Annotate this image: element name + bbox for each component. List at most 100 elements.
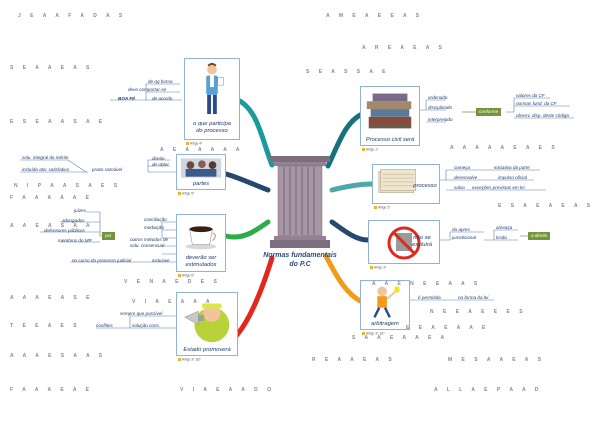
label-participa-4: de acordo xyxy=(152,97,172,102)
column-icon xyxy=(268,156,332,250)
faint-l3: N I P A A S A E S xyxy=(14,184,121,189)
label-civil-box: conforme xyxy=(476,108,501,116)
node-participa-caption: o que participa do processo xyxy=(185,121,239,134)
label-exclui-3: ameaça xyxy=(496,226,512,231)
label-deveres-10: no curso do processo judicial xyxy=(72,259,131,264)
faint-bottom-center: V I A E A A D O xyxy=(180,388,275,393)
label-arbitragem-1: é permitida xyxy=(418,296,441,301)
node-participa-caption-l2: do processo xyxy=(185,128,239,135)
label-participa-1: de qq forma xyxy=(148,80,173,85)
faint-r9: M E S A A E A S xyxy=(448,358,545,363)
node-estado-tag: Artigo 3º, §2º xyxy=(178,358,201,362)
label-exclui-2: jurisdicional xyxy=(452,236,476,241)
faint-r5: N E E A E E E S xyxy=(430,310,527,315)
label-participa-3: BOA FÉ xyxy=(118,97,135,102)
label-processo-6: exceções previstas em lei xyxy=(472,186,525,191)
label-parte-4: solu. integral do mérito xyxy=(22,156,68,161)
central-topic-line1: Normas fundamentais xyxy=(252,252,348,261)
faint-r2: S E A S S A E xyxy=(306,70,390,75)
faint-l6: V E N A E D E S xyxy=(124,280,221,285)
faint-bottom-left: F A A A E A E xyxy=(10,388,93,393)
node-civil-caption: Processo civil será xyxy=(361,137,419,144)
faint-l11: V I A E A A A xyxy=(132,300,214,305)
faint-l7: A A A E A S E xyxy=(10,296,93,301)
faint-r10: E S A E A E A S xyxy=(498,204,594,209)
referee-icon xyxy=(361,281,409,321)
node-deveres-caption-l1: deverão ser xyxy=(177,255,225,262)
central-topic-line2: do P.C xyxy=(252,261,348,270)
faint-top-left: J E A A F A D A S xyxy=(18,14,126,19)
node-deveres-caption: deverão ser estimulados xyxy=(177,255,225,268)
node-deveres[interactable]: deverão ser estimulados xyxy=(176,214,226,272)
node-civil-tag: Artigo 1º xyxy=(362,148,378,152)
faint-r6: E E A E A A E xyxy=(406,326,489,331)
central-topic[interactable]: Normas fundamentais do P.C xyxy=(252,252,348,270)
label-parte-1: direito xyxy=(152,157,165,162)
node-deveres-caption-l2: estimulados xyxy=(177,262,225,269)
label-civil-2: disciplinado xyxy=(428,106,452,111)
faint-r3: A A A A A E A E S xyxy=(450,146,559,151)
node-exclui-caption: não se excluirá xyxy=(407,235,437,248)
label-civil-4: valores da CF xyxy=(516,94,545,99)
faint-bottom-right: A L L A E P A A D xyxy=(434,388,542,393)
node-exclui-caption-l2: excluirá xyxy=(407,242,437,249)
label-participa-2: deve comportar-se xyxy=(128,88,166,93)
coffee-cup-icon xyxy=(177,215,225,253)
faint-r1: A R E A E A S xyxy=(362,46,446,51)
faint-l1: S E A A E A S xyxy=(10,66,93,71)
faint-r8: R E A A E A S xyxy=(312,358,396,363)
faint-l10: A E A A A A A xyxy=(160,148,243,153)
node-participa[interactable]: o que participa do processo xyxy=(184,58,240,140)
label-processo-1: começa xyxy=(454,166,470,171)
label-civil-5: normas fund. da CF xyxy=(516,102,557,107)
label-processo-5: salvo xyxy=(454,186,465,191)
node-processo[interactable]: processo xyxy=(372,164,440,204)
node-arbitragem-caption: arbitragem xyxy=(361,321,409,328)
papers-stack-icon xyxy=(373,165,439,195)
label-estado-3: solução cons. xyxy=(132,324,160,329)
node-deveres-tag: Artigo 6º xyxy=(178,274,194,278)
node-arbitragem[interactable]: arbitragem xyxy=(360,280,410,330)
node-parte-tag: Artigo 5º xyxy=(178,192,194,196)
label-deveres-7: outros métodos de xyxy=(130,238,168,243)
label-parte-3: prazo razoável xyxy=(92,168,122,173)
node-processo-caption: processo xyxy=(413,183,437,190)
faint-l5: A A E A S A A xyxy=(10,224,94,229)
label-processo-4: impulso oficial xyxy=(498,176,527,181)
node-participa-caption-l1: o que participa xyxy=(185,121,239,128)
faint-l4: F A A A A A E xyxy=(10,196,93,201)
label-processo-3: desenvolve xyxy=(454,176,477,181)
label-civil-1: ordenado xyxy=(428,96,447,101)
node-exclui[interactable]: não se excluirá xyxy=(368,220,440,264)
label-deveres-9: inclusive xyxy=(152,259,170,264)
label-estado-1: sempre que possível xyxy=(120,312,162,317)
person-icon xyxy=(185,59,239,119)
label-deveres-8: solu. consensual xyxy=(130,244,164,249)
books-icon xyxy=(361,87,419,133)
node-exclui-caption-l1: não se xyxy=(407,235,437,242)
faint-r7: S A A E A A E A xyxy=(352,336,448,341)
label-deveres-4: membros do MP xyxy=(58,239,92,244)
faint-top-right: A M E A E E A S xyxy=(326,14,423,19)
label-deveres-1: juízes xyxy=(74,209,86,214)
label-arbitragem-2: na forma da lei xyxy=(458,296,488,301)
faint-r4: A A E N E E A A S xyxy=(372,282,481,287)
label-exclui-1: da aprec. xyxy=(452,228,471,233)
node-participa-tag: Artigo 4º xyxy=(186,142,202,146)
label-civil-6: observ. disp. deste código xyxy=(516,114,569,119)
faint-l8: T E E A E S xyxy=(10,324,81,329)
label-deveres-3: defensores públicos xyxy=(44,229,85,234)
node-parte-caption: partes xyxy=(177,181,225,188)
label-parte-5: incluída ativ. satisfativa xyxy=(22,168,69,173)
label-civil-3: interpretado xyxy=(428,118,453,123)
node-processo-tag: Artigo 2º xyxy=(374,206,390,210)
node-parte[interactable]: partes xyxy=(176,154,226,190)
faint-l9: A A A E S A A S xyxy=(10,354,106,359)
node-civil[interactable]: Processo civil será xyxy=(360,86,420,146)
label-exclui-4: lesão xyxy=(496,236,507,241)
node-estado-caption: Estado promoverá xyxy=(177,347,237,354)
label-exclui-box: a direito xyxy=(528,232,550,240)
label-processo-2: iniciativa da parte xyxy=(494,166,530,171)
label-deveres-6: mediação xyxy=(144,226,164,231)
